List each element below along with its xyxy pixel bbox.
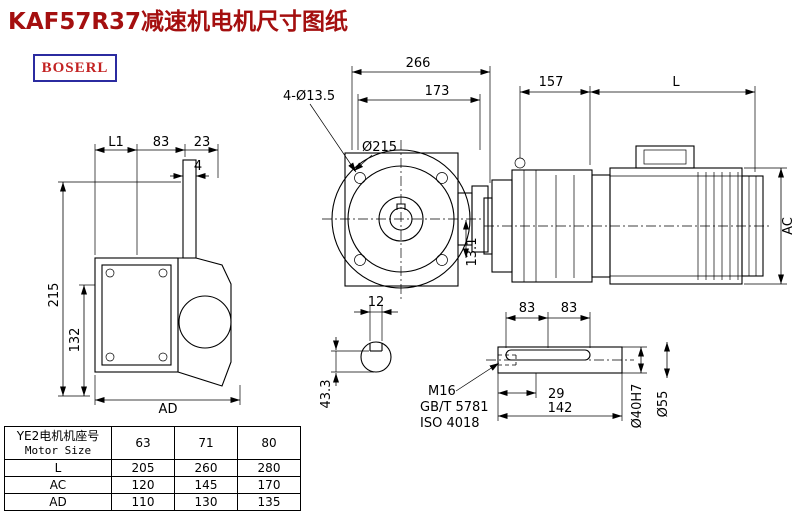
dim-l: L [672,75,680,90]
logo-box: BOSERL [33,54,117,82]
table-row: AD 110 130 135 [4,493,301,511]
page-title: KAF57R37减速机电机尺寸图纸 [8,9,349,35]
logo-text: BOSERL [41,59,109,76]
table-row: L 205 260 280 [4,459,301,477]
value-ac-63: 120 [111,476,175,494]
dim-12: 12 [368,295,385,310]
label-flange-dia: Ø215 [362,140,397,155]
dim-142: 142 [548,401,573,416]
dim-29: 29 [548,387,565,402]
dim-83-a: 83 [519,301,536,316]
table-row: AC 120 145 170 [4,476,301,494]
table-header-row: YE2电机机座号 Motor Size 63 71 80 [4,426,301,460]
value-ac-71: 145 [174,476,238,494]
front-view: 266 173 4-Ø13.5 Ø215 13.1 [283,56,491,300]
label-bolt-holes: 4-Ø13.5 [283,89,335,104]
spec-table: YE2电机机座号 Motor Size 63 71 80 L 205 260 2… [4,426,301,511]
dim-83: 83 [153,135,170,150]
dim-ad: AD [159,402,178,417]
column-63: 63 [111,426,175,460]
value-ad-71: 130 [174,493,238,511]
dim-132: 132 [68,328,83,353]
label-m16: M16 [428,384,456,399]
value-l-63: 205 [111,459,175,477]
motor-view: 157 L AC [483,75,796,285]
dim-266: 266 [406,56,431,71]
dim-4: 4 [194,159,202,174]
table-header-cell: YE2电机机座号 Motor Size [4,426,112,460]
label-iso: ISO 4018 [420,416,480,431]
dim-23: 23 [194,135,211,150]
dim-173: 173 [425,84,450,99]
dim-43-3: 43.3 [319,380,334,409]
row-label-ac: AC [4,476,112,494]
dim-215: 215 [47,283,62,308]
dim-83-b: 83 [561,301,578,316]
label-gbt: GB/T 5781 [420,400,489,415]
row-label-l: L [4,459,112,477]
label-hub-dia: Ø55 [656,391,671,418]
value-ac-80: 170 [237,476,301,494]
row-label-ad: AD [4,493,112,511]
label-shaft-dia: Ø40H7 [630,384,645,429]
value-l-80: 280 [237,459,301,477]
value-l-71: 260 [174,459,238,477]
shaft-detail: 83 83 29 142 M16 GB/T 5781 ISO 4018 Ø40H… [420,301,671,431]
value-ad-80: 135 [237,493,301,511]
side-view: L1 83 23 4 215 132 AD [47,135,241,417]
value-ad-63: 110 [111,493,175,511]
key-section: 12 43.3 [319,295,398,408]
dim-ac: AC [781,217,796,235]
dim-13-1: 13.1 [465,238,480,267]
dim-157: 157 [539,75,564,90]
motor-size-label-cn: YE2电机机座号 [16,428,100,443]
column-71: 71 [174,426,238,460]
dim-l1: L1 [108,135,124,150]
column-80: 80 [237,426,301,460]
motor-size-label-en: Motor Size [24,443,92,457]
